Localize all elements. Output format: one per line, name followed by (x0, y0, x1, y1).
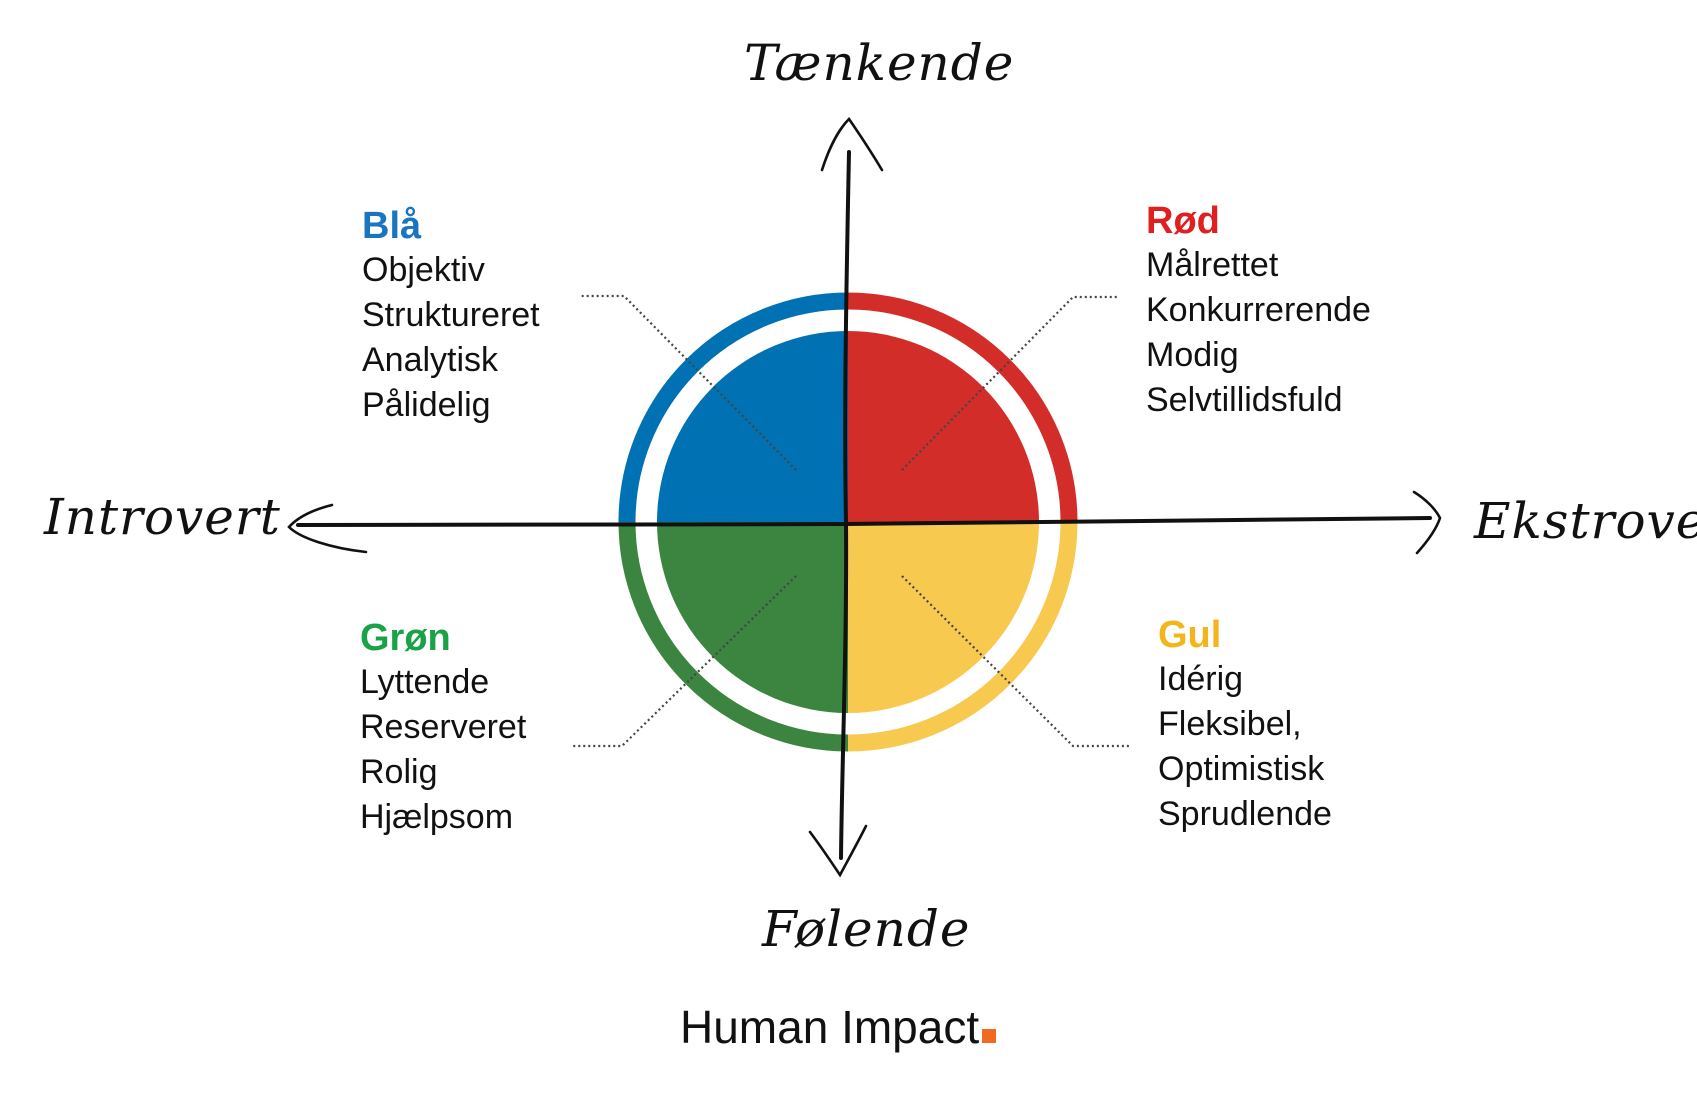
axis-label-left: Introvert (44, 488, 281, 546)
vertical-axis-line (839, 150, 851, 860)
list-item: Idérig (1158, 660, 1244, 698)
yellow-quadrant (848, 522, 1039, 713)
brand-name: Human Impact (680, 1001, 980, 1053)
list-item: Analytisk (362, 341, 499, 379)
list-item: Reserveret (360, 708, 527, 746)
axis-label-top: Tænkende (744, 34, 1015, 92)
arrow-up-icon (820, 116, 884, 172)
brand-logo: Human Impact (680, 1000, 997, 1054)
list-item: Optimistisk (1158, 750, 1325, 788)
list-item: Konkurrerende (1146, 291, 1371, 329)
brand-accent-square (982, 1029, 997, 1043)
red-title: Rød (1146, 200, 1220, 242)
red-trait-list: Målrettet Konkurrerende Modig Selvtillid… (1146, 243, 1371, 423)
horizontal-axis-line (296, 516, 1432, 527)
blue-outer-arc (618, 292, 849, 523)
red-leader-line (901, 295, 1118, 471)
axis-label-right: Ekstrovert (1474, 492, 1697, 550)
list-item: Selvtillidsfuld (1146, 381, 1343, 419)
list-item: Hjælpsom (360, 798, 514, 836)
axis-label-bottom: Følende (762, 900, 971, 958)
blue-trait-list: Objektiv Struktureret Analytisk Pålideli… (362, 248, 540, 428)
yellow-leader-line (901, 575, 1130, 748)
yellow-outer-arc (847, 521, 1078, 752)
list-item: Objektiv (362, 251, 485, 289)
list-item: Lyttende (360, 663, 490, 701)
arrow-right-icon (1412, 490, 1442, 555)
blue-leader-line (580, 294, 797, 471)
arrow-left-icon (287, 503, 368, 554)
yellow-title: Gul (1158, 614, 1222, 656)
list-item: Målrettet (1146, 246, 1279, 284)
yellow-group: Gul Idérig Fleksibel, Optimistisk Sprudl… (1158, 613, 1332, 837)
list-item: Modig (1146, 336, 1239, 374)
green-title: Grøn (360, 617, 451, 659)
blue-title: Blå (362, 205, 422, 247)
yellow-trait-list: Idérig Fleksibel, Optimistisk Sprudlende (1158, 657, 1332, 837)
green-trait-list: Lyttende Reserveret Rolig Hjælpsom (360, 660, 526, 840)
red-group: Rød Målrettet Konkurrerende Modig Selvti… (1146, 199, 1371, 423)
list-item: Struktureret (362, 296, 540, 334)
list-item: Rolig (360, 753, 438, 791)
green-leader-line (572, 575, 797, 748)
list-item: Sprudlende (1158, 795, 1332, 833)
list-item: Fleksibel, (1158, 705, 1302, 743)
arrow-down-icon (808, 824, 868, 878)
list-item: Pålidelig (362, 386, 491, 424)
blue-group: Blå Objektiv Struktureret Analytisk Påli… (362, 204, 540, 428)
green-group: Grøn Lyttende Reserveret Rolig Hjælpsom (360, 616, 526, 840)
